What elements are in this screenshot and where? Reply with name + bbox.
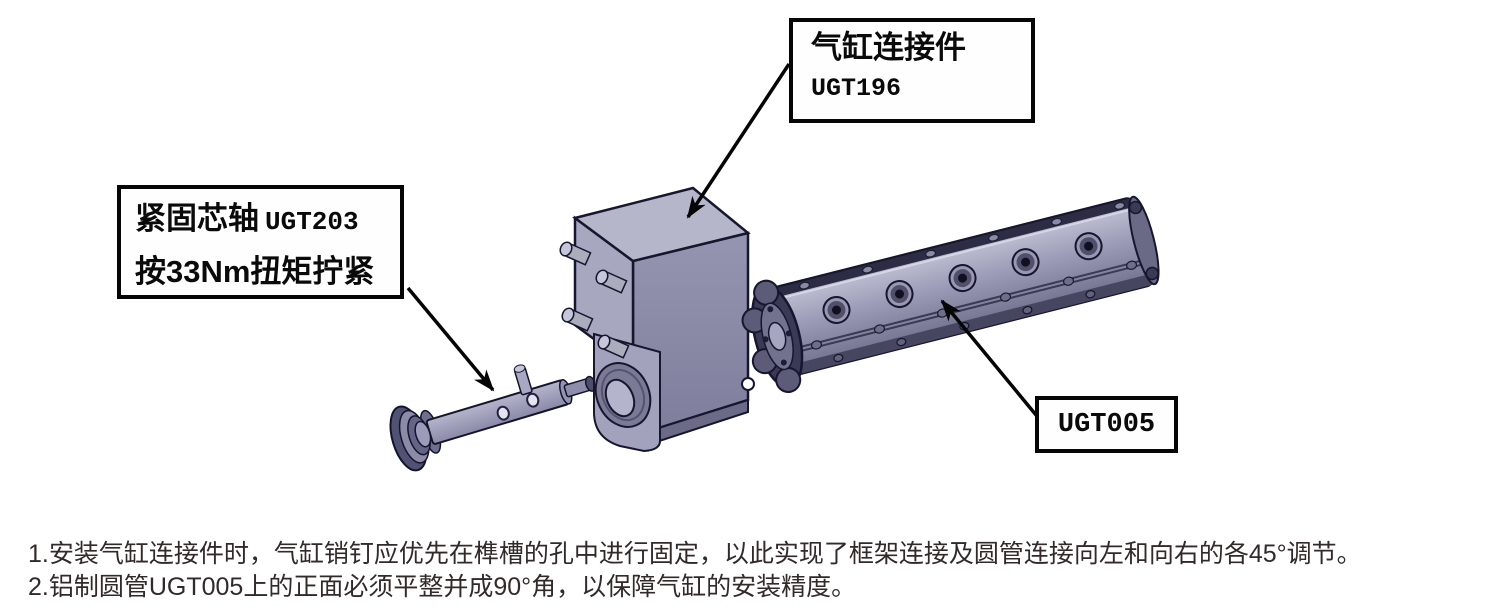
shaft-hole — [526, 392, 540, 408]
callout-cylinder-connector: 气缸连接件 UGT196 — [789, 18, 1035, 123]
tube-profile-end — [741, 279, 804, 393]
note-line-2: 2.铝制圆管UGT005上的正面必须平整并成90°角，以保障气缸的安装精度。 — [28, 573, 857, 601]
tube-part-number: UGT005 — [1057, 409, 1156, 440]
connector-block-illustration — [559, 186, 755, 453]
block-edge-notch — [741, 377, 755, 391]
callout-tube: UGT005 — [1035, 396, 1178, 453]
block-pin — [595, 269, 628, 294]
core-shaft-illustration — [389, 364, 597, 472]
tube-mount-holes — [822, 232, 1103, 324]
block-pin — [559, 241, 592, 266]
shaft-hole — [496, 405, 510, 421]
clevis-arch-detail — [600, 368, 646, 422]
connector-part-number: UGT196 — [811, 74, 902, 103]
clevis-arch-inner — [604, 378, 636, 418]
block-pin — [597, 334, 630, 359]
tube-top-screws — [799, 201, 1126, 290]
shaft-part-number: UGT203 — [265, 207, 359, 237]
shaft-top-pin — [513, 364, 533, 396]
note-line-1: 1.安装气缸连接件时，气缸销钉应优先在榫槽的孔中进行固定，以此实现了框架连接及圆… — [28, 540, 1362, 568]
leader-arrow-tube — [940, 299, 1043, 423]
leader-arrow-connector — [686, 63, 791, 219]
leader-arrow-shaft — [406, 286, 495, 392]
connector-title: 气缸连接件 — [811, 30, 966, 65]
shaft-end-pin — [563, 375, 597, 398]
round-tube-illustration — [741, 195, 1160, 393]
block-pin — [561, 307, 594, 332]
shaft-flange-head — [389, 405, 432, 472]
shaft-torque-instruction: 按33Nm扭矩拧紧 — [135, 254, 375, 289]
shaft-title: 紧固芯轴 — [135, 201, 259, 236]
assembly-notes: 1.安装气缸连接件时，气缸销钉应优先在榫槽的孔中进行固定，以此实现了框架连接及圆… — [28, 538, 1488, 604]
tube-right-end — [1128, 195, 1160, 286]
